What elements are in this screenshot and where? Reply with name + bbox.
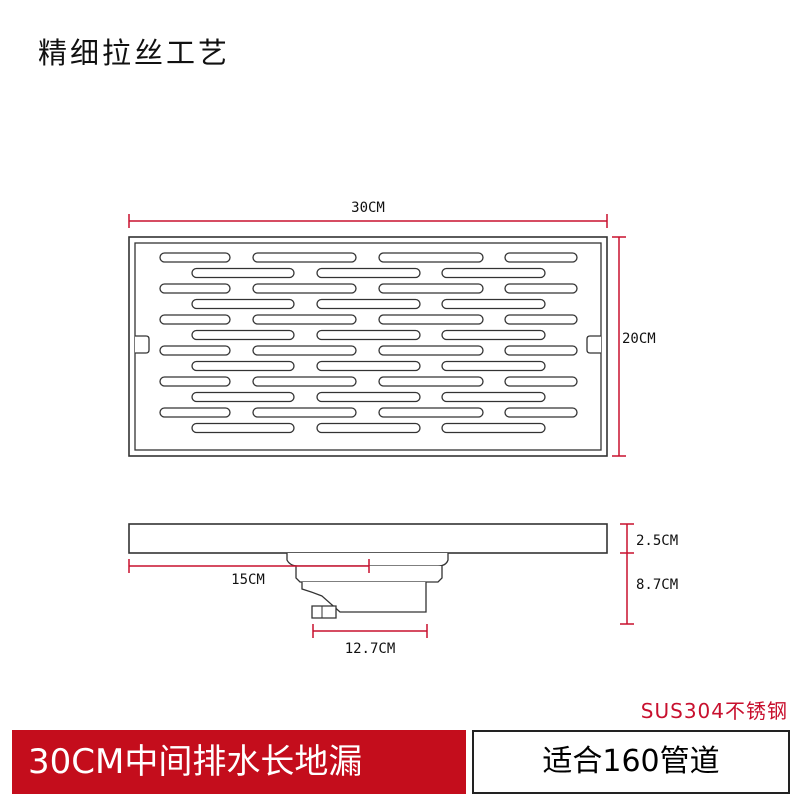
drain-slot	[316, 298, 421, 310]
drain-slot	[441, 267, 546, 279]
drain-slot	[159, 283, 231, 294]
outlet-diameter-dimension: 12.7CM	[312, 624, 428, 657]
drain-slot	[378, 345, 484, 356]
drain-slot	[378, 407, 484, 418]
drain-slot	[252, 314, 357, 325]
drain-slot	[316, 360, 421, 372]
drain-side-spout	[311, 605, 337, 619]
drain-slot	[191, 360, 295, 372]
drain-slot	[191, 267, 295, 279]
length-label: 30CM	[351, 200, 385, 216]
drain-slot	[378, 283, 484, 294]
drain-slot	[441, 298, 546, 310]
drain-slot	[252, 252, 357, 263]
drain-slot	[378, 314, 484, 325]
page-title: 精细拉丝工艺	[38, 36, 231, 70]
grate-right-notch	[586, 335, 601, 354]
drain-slot	[191, 329, 295, 341]
drain-slot	[159, 252, 231, 263]
drain-slot	[504, 314, 578, 325]
drain-body-top	[286, 553, 449, 567]
cover-side	[128, 523, 608, 554]
drain-slot	[191, 422, 295, 434]
drain-slot	[316, 391, 421, 403]
outlet-offset-label: 15CM	[231, 572, 265, 588]
technical-drawing: 30CM 20CM 15CM 12.7CM 2.5CM 8.7CM	[128, 200, 678, 657]
drain-slot	[252, 345, 357, 356]
grate-top-view	[128, 236, 608, 457]
drain-slot	[441, 422, 546, 434]
drain-slot	[316, 422, 421, 434]
drain-slot	[504, 407, 578, 418]
drain-slot	[504, 283, 578, 294]
drain-slot	[378, 252, 484, 263]
drain-slot	[252, 407, 357, 418]
drain-slot	[504, 252, 578, 263]
drain-slot	[191, 391, 295, 403]
drain-slot	[159, 376, 231, 387]
outlet-offset-dimension: 15CM	[128, 559, 370, 588]
body-height-label: 8.7CM	[636, 577, 678, 593]
pipe-fit-note: 适合160管道	[472, 730, 790, 794]
drain-slot	[441, 329, 546, 341]
drain-slots	[159, 252, 578, 434]
grate-left-notch	[135, 335, 150, 354]
drain-slot	[316, 329, 421, 341]
drain-slot	[441, 360, 546, 372]
cover-thickness-label: 2.5CM	[636, 533, 678, 549]
width-label: 20CM	[622, 331, 656, 347]
drain-slot	[159, 314, 231, 325]
drain-slot	[504, 376, 578, 387]
footer-bar: 30CM中间排水长地漏 适合160管道	[0, 728, 800, 800]
drain-slot	[191, 298, 295, 310]
drain-slot	[441, 391, 546, 403]
drain-slot	[159, 407, 231, 418]
side-view	[128, 523, 608, 619]
outlet-diameter-label: 12.7CM	[345, 641, 396, 657]
drain-slot	[378, 376, 484, 387]
drain-slot	[252, 283, 357, 294]
width-dimension: 20CM	[612, 236, 656, 457]
product-name-banner: 30CM中间排水长地漏	[12, 730, 466, 794]
drain-slot	[159, 345, 231, 356]
material-label: SUS304不锈钢	[640, 699, 788, 723]
drain-slot	[504, 345, 578, 356]
drain-slot	[316, 267, 421, 279]
length-dimension: 30CM	[128, 200, 608, 228]
drain-slot	[252, 376, 357, 387]
height-dimensions: 2.5CM 8.7CM	[620, 523, 678, 625]
